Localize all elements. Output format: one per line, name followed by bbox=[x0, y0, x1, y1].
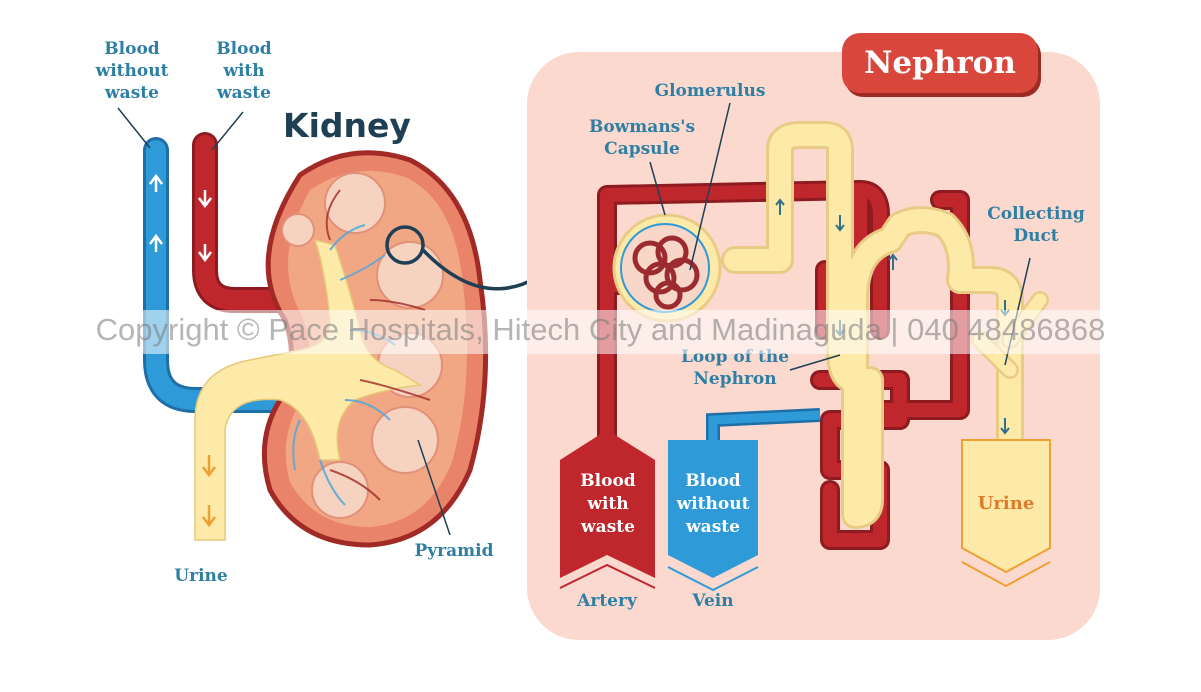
renal-artery bbox=[192, 132, 293, 313]
glomerulus-shape bbox=[632, 235, 700, 310]
kidney-title: Kidney bbox=[283, 106, 411, 145]
nephron-title: Nephron bbox=[864, 45, 1016, 81]
label-bowmans-capsule: Bowmans's Capsule bbox=[588, 117, 696, 159]
label-vein-box: Blood without waste bbox=[676, 471, 750, 537]
urine-box-shape bbox=[961, 439, 1051, 588]
label-pyramid: Pyramid bbox=[414, 541, 494, 561]
label-urine-box: Urine bbox=[977, 493, 1035, 514]
vein-box-shape bbox=[667, 440, 759, 592]
label-urine: Urine bbox=[174, 566, 228, 586]
label-blood-with-waste: Blood with waste bbox=[216, 39, 272, 103]
renal-vein bbox=[143, 137, 283, 413]
label-artery: Artery bbox=[577, 591, 637, 611]
label-collecting-duct: Collecting Duct bbox=[987, 204, 1085, 246]
watermark-text: Copyright © Pace Hospitals, Hitech City … bbox=[95, 312, 1106, 347]
label-artery-box: Blood with waste bbox=[580, 471, 636, 537]
label-vein: Vein bbox=[692, 591, 734, 611]
magnify-circle bbox=[385, 225, 425, 265]
label-glomerulus: Glomerulus bbox=[654, 81, 766, 101]
nephron-title-badge: Nephron bbox=[842, 33, 1038, 93]
watermark-band: Copyright © Pace Hospitals, Hitech City … bbox=[0, 310, 1201, 354]
label-blood-without-waste: Blood without waste bbox=[95, 39, 169, 103]
artery-box-shape bbox=[559, 430, 656, 589]
